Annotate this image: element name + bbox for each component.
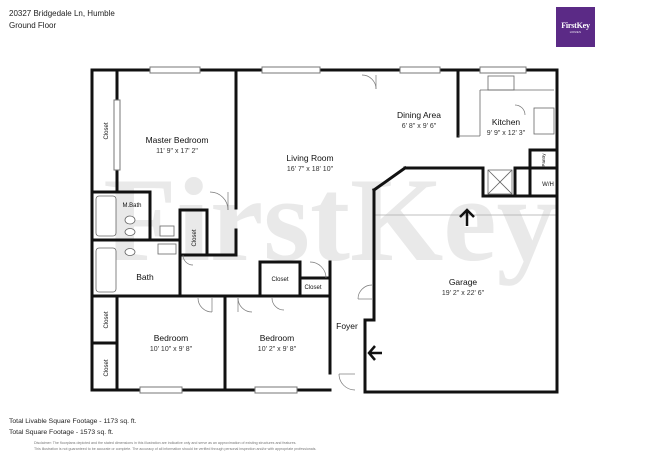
kitchen-label: Kitchen [492,117,521,127]
door-swings [182,74,526,391]
entry-arrow-icon [367,345,382,361]
bath-toilet-icon [124,248,136,256]
closet-label-bedroom1: Closet [104,311,110,328]
total-sqft: Total Square Footage - 1573 sq. ft. [9,429,114,436]
floor-label: Ground Floor [9,21,57,30]
master-sink-icon [124,228,136,236]
firstkey-logo: FirstKey HOMES [556,7,595,47]
closet-label-master: Closet [104,122,110,139]
kitchen-dims: 9' 9" x 12' 3" [487,130,526,137]
bedroom-left-label: Bedroom [154,333,189,343]
dining-area-dims: 6' 8" x 9' 6" [402,123,437,130]
logo-tagline: HOMES [569,30,582,34]
pantry-label: Pantry [541,153,546,167]
foyer-label: Foyer [336,321,358,331]
master-bedroom-label: Master Bedroom [146,135,209,145]
master-tub-icon [95,195,117,237]
wh-label: W/H [542,182,554,188]
garage-label: Garage [449,277,478,287]
livable-sqft: Total Livable Square Footage - 1173 sq. … [9,418,137,425]
master-bath-label: M.Bath [122,203,141,209]
closet-label-living: Closet [271,277,288,283]
living-room-dims: 16' 7" x 18' 10" [287,166,334,173]
master-bedroom-dims: 11' 9" x 17' 2" [156,148,198,155]
stove-icon [533,107,555,135]
living-room-label: Living Room [286,153,333,163]
disclaimer-line-1: Disclaimer: The floorplans depicted and … [34,441,297,445]
bath-tub-icon [95,247,117,293]
logo-name: FirstKey [561,20,590,30]
bath-sink-icon [157,243,177,255]
kitchen-sink-icon [487,75,515,91]
bath-label: Bath [136,272,154,282]
bedroom-right-label: Bedroom [260,333,295,343]
property-address: 20327 Bridgedale Ln, Humble [9,9,115,18]
windows [113,66,527,394]
vanity-icon [159,225,175,237]
garage-entry-arrow-icon [459,208,475,226]
bedroom-left-dims: 10' 10" x 9' 8" [150,346,193,353]
fixtures [95,75,555,293]
garage-dims: 19' 2" x 22' 6" [442,290,485,297]
dining-area-label: Dining Area [397,110,441,120]
disclaimer-line-2: This illustration is not guaranteed to b… [34,447,317,451]
closet-label-bedroom2: Closet [104,359,110,376]
closet-label-foyer: Closet [304,285,321,291]
bedroom-right-dims: 10' 2" x 9' 8" [258,346,297,353]
master-toilet-icon [124,215,136,225]
closet-label-hall: Closet [192,229,198,246]
